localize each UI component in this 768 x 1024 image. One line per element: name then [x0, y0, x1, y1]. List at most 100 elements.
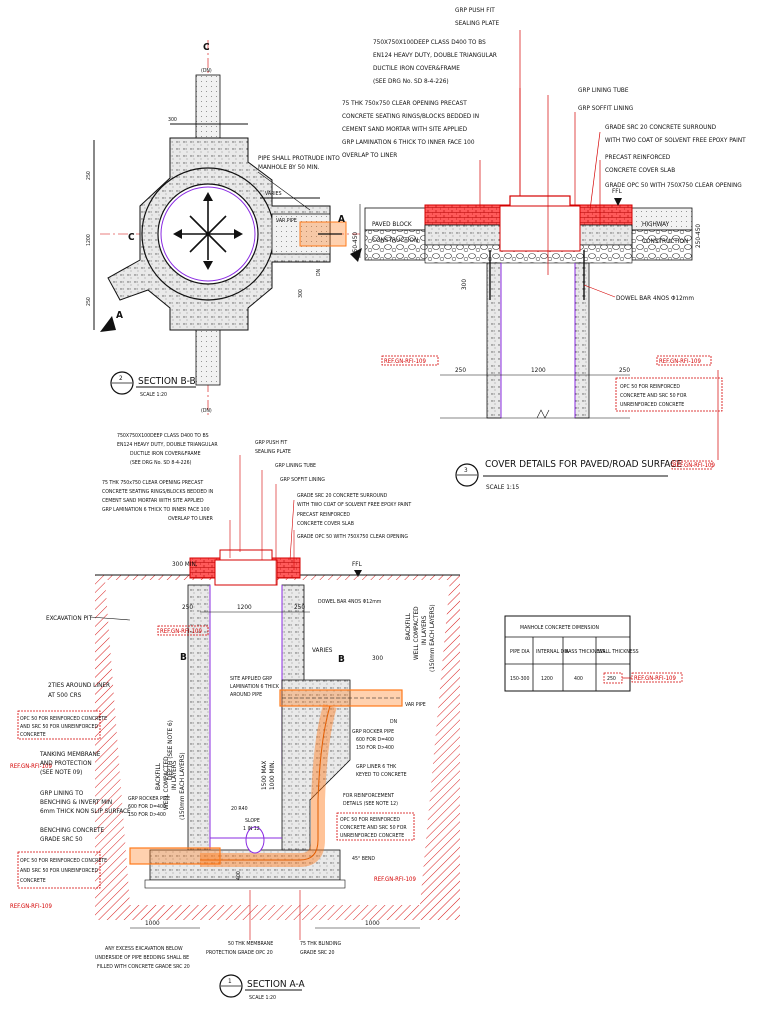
cut-c-left: C: [128, 232, 135, 243]
dim-250-450-right: 250-450: [694, 224, 702, 248]
excess-3: FILLED WITH CONCRETE GRADE SRC 20: [97, 964, 190, 970]
cut-a-left: A: [116, 310, 123, 321]
aa-cut-b: B: [180, 652, 187, 663]
opc-mid-2: CONCRETE AND SRC 50 FOR: [340, 825, 407, 831]
section-bb-number: 2: [119, 374, 123, 382]
ref-right: REF.GN-RFI-109: [659, 358, 701, 365]
table-cell-internal: 1200: [541, 676, 553, 682]
site-grp-1: SITE APPLIED GRP: [230, 676, 272, 682]
slope-2: 1 IN 12: [243, 826, 260, 832]
aa-note-rt-1: GRP PUSH FIT: [255, 440, 287, 446]
pipe-note-1: PIPE SHALL PROTRUDE INTO: [258, 154, 340, 162]
cover-note-right-6: CONCRETE COVER SLAB: [605, 166, 675, 174]
paved-label-2: CONSTRUCTION: [372, 236, 418, 244]
table-cell-pipe: 150-300: [510, 676, 530, 682]
opc-left2-1: OPC 50 FOR REINFORCED CONCRETE: [20, 858, 107, 864]
ref-left: REF.GN-RFI-109: [384, 358, 426, 365]
rocker-2: 600 FOR D=400: [128, 804, 166, 810]
opc-left-3: CONCRETE: [20, 732, 46, 738]
cover-note-top-4: EN124 HEAVY DUTY, DOUBLE TRIANGULAR: [373, 51, 497, 59]
dim-1000-left: 1000: [145, 919, 160, 927]
cover-note-top-5: DUCTILE IRON COVER&FRAME: [373, 64, 460, 72]
section-bb-title: 2 SECTION B-B SCALE 1:20: [110, 371, 196, 398]
dim-250-left: 250: [455, 366, 466, 374]
section-bb-plan: C C A A (DN) (DN) DN 250 1200 250 300 30…: [86, 40, 362, 415]
cover-label: COVER DETAILS FOR PAVED/ROAD SURFACE: [485, 459, 682, 470]
opc-left2-2: AND SRC 50 FOR UNREINFORCED: [20, 868, 98, 874]
dim-250-bottom: 250: [86, 297, 92, 306]
aa-dim-250: 250: [182, 603, 193, 611]
dowel-label: DOWEL BAR 4NOS Φ12mm: [616, 294, 694, 302]
opc-left-2: AND SRC 50 FOR UNREINFORCED: [20, 724, 98, 730]
cover-note-right-5: PRECAST REINFORCED: [605, 153, 671, 161]
opc-note-1: OPC 50 FOR REINFORCED: [620, 384, 680, 390]
aa-dim-1200: 1200: [237, 603, 252, 611]
r-label: 20 R40: [231, 806, 248, 812]
ref-small-2: REF.GN-RFI-109: [10, 903, 52, 910]
var-pipe-aa: VAR PIPE: [405, 702, 426, 708]
rocker-r-1: GRP ROCKER PIPE: [352, 729, 394, 735]
aa-note-rt-2: SEALING PLATE: [255, 449, 291, 455]
rocker-1: GRP ROCKER PIPE: [128, 796, 170, 802]
benching-1: BENCHING CONCRETE: [40, 826, 104, 834]
backfill-r-4: (150mm EACH LAYERS): [428, 604, 436, 672]
rocker-r-2: 600 FOR D=400: [356, 737, 394, 743]
cover-scale: SCALE 1:15: [486, 483, 520, 491]
aa-note-rt-9: GRADE OPC 50 WITH 750X750 CLEAR OPENING: [297, 534, 408, 540]
dim-400: 400: [236, 871, 242, 880]
section-aa-scale: SCALE 1:20: [249, 995, 276, 1001]
table-header-internal: INTERNAL DIA: [536, 649, 570, 655]
opc-note-3: UNREINFORCED CONCRETE: [620, 402, 684, 408]
dn-top: (DN): [201, 68, 212, 74]
aa-note-top-6: CONCRETE SEATING RINGS/BLOCKS BEDDED IN: [102, 489, 214, 495]
section-aa-title: 1 SECTION A-A SCALE 1:20: [219, 974, 305, 1001]
manhole-concrete-table: MANHOLE CONCRETE DIMENSION PIPE DIA INTE…: [504, 615, 683, 692]
table-cell-bass: 400: [574, 676, 583, 682]
opc-mid-3: UNREINFORCED CONCRETE: [340, 833, 404, 839]
reinf-1: FOR REINFORCEMENT: [343, 793, 394, 799]
dn-bottom: (DN): [201, 408, 212, 414]
aa-note-rt-5: GRADE SRC 20 CONCRETE SURROUND: [297, 493, 388, 499]
cut-a-right: A: [338, 214, 345, 225]
blinding-2: GRADE SRC 20: [300, 950, 335, 956]
aa-note-rt-6: WITH TWO COAT OF SOLVENT FREE EPOXY PAIN…: [297, 502, 411, 508]
table-header-pipe: PIPE DIA: [510, 649, 530, 655]
depth-label: DEPTH (SEE NOTE 6): [166, 720, 174, 780]
section-aa-label: SECTION A-A: [247, 979, 305, 990]
site-grp-2: LAMINATION 6 THICK: [230, 684, 280, 690]
ties-2: AT 500 CRS: [48, 691, 82, 699]
site-grp-3: AROUND PIPE: [230, 692, 262, 698]
cover-note-top-6: (SEE DRG No. SD 8-4-226): [373, 77, 449, 85]
cover-note-right-1: GRP LINING TUBE: [578, 86, 629, 94]
cover-note-top-3: 750X750X100DEEP CLASS D400 TO BS: [373, 38, 486, 46]
grp-lining-3: 6mm THICK NON SLIP SURFACE: [40, 807, 131, 815]
reinf-2: DETAILS (SEE NOTE 12): [343, 801, 398, 807]
rocker-r-3: 150 FOR D>400: [356, 745, 394, 751]
table-title: MANHOLE CONCRETE DIMENSION: [520, 625, 600, 631]
aa-cut-b2: B: [338, 654, 345, 665]
excess-1: ANY EXCESS EXCAVATION BELOW: [105, 946, 183, 952]
aa-note-rt-7: PRECAST REINFORCED: [297, 512, 350, 518]
rocker-3: 150 FOR D>400: [128, 812, 166, 818]
ref-small-1: REF.GN-RFI-109: [10, 763, 52, 770]
dn-aa: DN: [390, 719, 398, 725]
opc-left-1: OPC 50 FOR REINFORCED CONCRETE: [20, 716, 107, 722]
opc-left2-3: CONCRETE: [20, 878, 46, 884]
min-label: 1000 MIN.: [268, 761, 276, 790]
ref-small-3: REF.GN-RFI-109: [374, 876, 416, 883]
cover-note-left-5: OVERLAP TO LINER: [342, 151, 397, 159]
pipe-note-2: MANHOLE BY 50 MIN.: [258, 163, 320, 171]
aa-note-top-8: GRP LAMINATION 6 THICK TO INNER FACE 100: [102, 507, 210, 513]
dn-right: DN: [316, 268, 322, 276]
tanking-3: (SEE NOTE 09): [40, 768, 82, 776]
table-header-wall: WALL THICKNESS: [598, 649, 639, 655]
aa-note-rt-8: CONCRETE COVER SLAB: [297, 521, 354, 527]
highway-label-2: CONSTRUCTION: [642, 237, 688, 245]
backfill-l-3: IN LAYERS: [170, 760, 178, 790]
section-aa-number: 1: [228, 977, 232, 985]
aa-note-top-7: CEMENT SAND MORTAR WITH SITE APPLIED: [102, 498, 204, 504]
tanking-2: AND PROTECTION: [40, 759, 92, 767]
opc-note-2: CONCRETE AND SRC 50 FOR: [620, 393, 687, 399]
section-bb-scale: SCALE 1:20: [140, 392, 167, 398]
ffl-label: FFL: [612, 187, 623, 195]
